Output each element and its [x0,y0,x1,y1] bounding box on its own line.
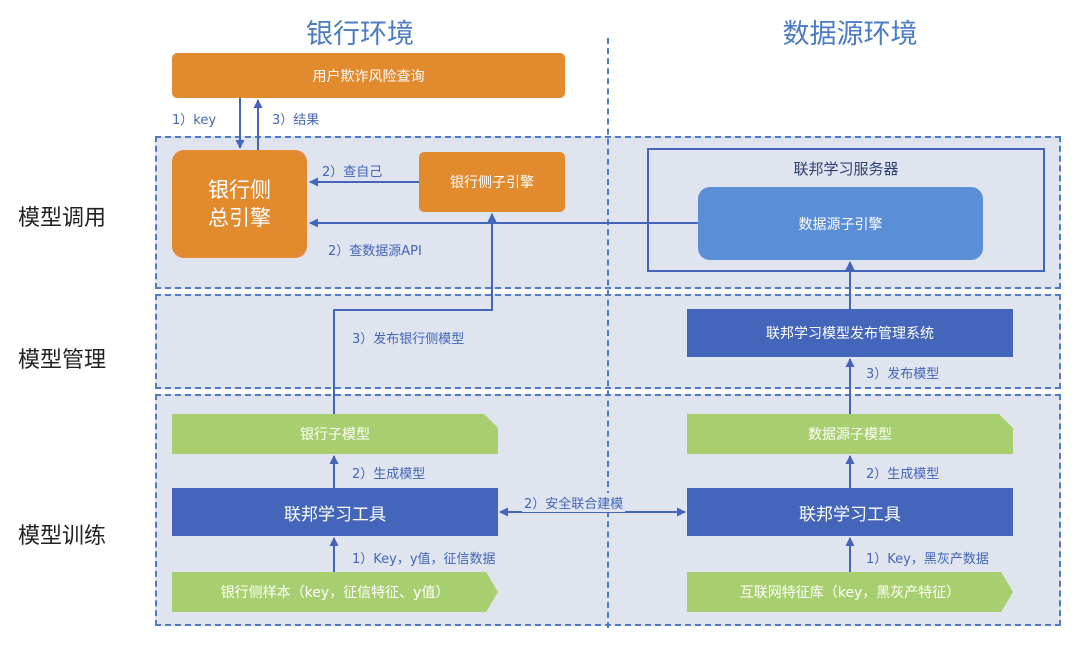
source-sub-engine-box: 数据源子引擎 [698,187,983,260]
ann-secure-modeling: 2）安全联合建模 [522,493,626,512]
row-label-manage: 模型管理 [18,348,107,373]
ann-check-self: 2）查自己 [322,165,383,180]
ann-publish-model: 3）发布模型 [866,367,940,382]
bank-sub-model-box: 银行子模型 [172,414,498,454]
bank-engine-line1: 银行侧 [208,177,271,202]
source-sub-model-box: 数据源子模型 [687,414,1013,454]
arrow-publish-bank-model [333,213,497,414]
bank-env-header: 银行环境 [306,19,414,50]
ann-publish-bank-model: 3）发布银行侧模型 [352,332,465,347]
source-env-header: 数据源环境 [782,19,918,50]
bank-engine-line2: 总引擎 [208,206,271,230]
bank-sub-engine-box: 银行侧子引擎 [419,152,565,212]
ann-gen-model-right: 2）生成模型 [866,467,940,482]
ann-gen-model-left: 2）生成模型 [352,467,426,482]
bank-engine-box: 银行侧 总引擎 [172,150,307,258]
fl-server-frame [647,148,1045,272]
fl-server-title: 联邦学习服务器 [793,160,899,178]
ann-key: 1）key [172,113,217,128]
ann-check-source-api: 2）查数据源API [328,244,422,259]
bank-fl-tool-box: 联邦学习工具 [172,488,498,536]
publish-system-box: 联邦学习模型发布管理系统 [687,309,1013,357]
ann-source-inputs: 1）Key，黑灰产数据 [866,552,989,567]
bank-samples-box: 银行侧样本（key，征信特征、y值） [172,572,498,612]
row-label-invoke: 模型调用 [18,206,107,231]
environment-divider [607,38,609,628]
fraud-query-box: 用户欺诈风险查询 [172,53,565,98]
ann-result: 3）结果 [272,113,320,128]
source-features-box: 互联网特征库（key，黑灰产特征） [687,572,1013,612]
source-fl-tool-box: 联邦学习工具 [687,488,1013,536]
ann-bank-inputs: 1）Key，y值，征信数据 [352,552,496,567]
row-label-train: 模型训练 [18,524,107,549]
